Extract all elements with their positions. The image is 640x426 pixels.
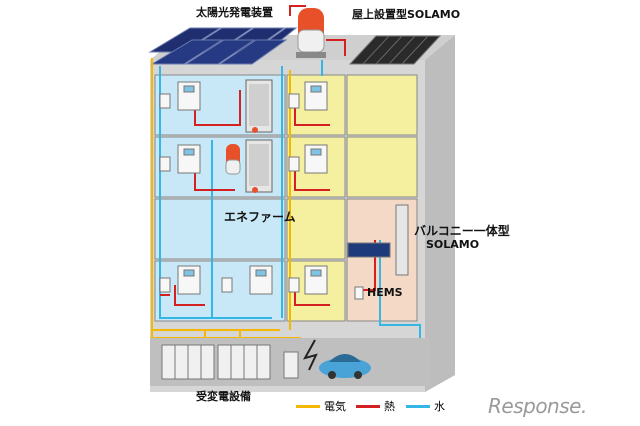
unit-appliances — [159, 81, 328, 295]
water-lines — [159, 60, 421, 350]
ev-car-icon — [302, 339, 371, 379]
response-logo: Response. — [488, 394, 587, 418]
room-2c — [346, 136, 418, 198]
legend-water-label: 水 — [434, 400, 445, 413]
legend-heat: 熱 — [356, 398, 395, 414]
legend-electric-label: 電気 — [324, 400, 346, 413]
rooftop-solamo-panel — [348, 35, 442, 65]
substation-label: 受変電設備 — [196, 390, 251, 403]
solar-label: 太陽光発電装置 — [196, 6, 273, 19]
enefarm-units — [225, 79, 273, 193]
substation-cabinets — [161, 344, 299, 380]
hems-label: HEMS — [367, 286, 403, 299]
legend-heat-label: 熱 — [384, 400, 395, 413]
rooftop-solamo-label: 屋上設置型SOLAMO — [352, 8, 461, 21]
rooftop-tank — [296, 8, 326, 58]
legend-electric: 電気 — [296, 398, 346, 414]
legend-heat-swatch — [356, 404, 380, 408]
legend-electric-swatch — [296, 404, 320, 408]
enefarm-label: エネファーム — [224, 210, 296, 224]
legend-water-swatch — [406, 404, 430, 408]
legend-water: 水 — [406, 398, 445, 414]
balcony-solamo — [347, 204, 409, 300]
solar-panel-array — [148, 27, 298, 65]
balcony-solamo-label-2: SOLAMO — [426, 238, 480, 251]
balcony-solamo-label-1: バルコニー一体型 — [414, 224, 510, 238]
building-side-wall — [425, 35, 455, 392]
hems-device — [354, 286, 364, 300]
room-1c — [346, 74, 418, 136]
room-3b — [286, 198, 346, 260]
room-3a — [154, 198, 286, 260]
